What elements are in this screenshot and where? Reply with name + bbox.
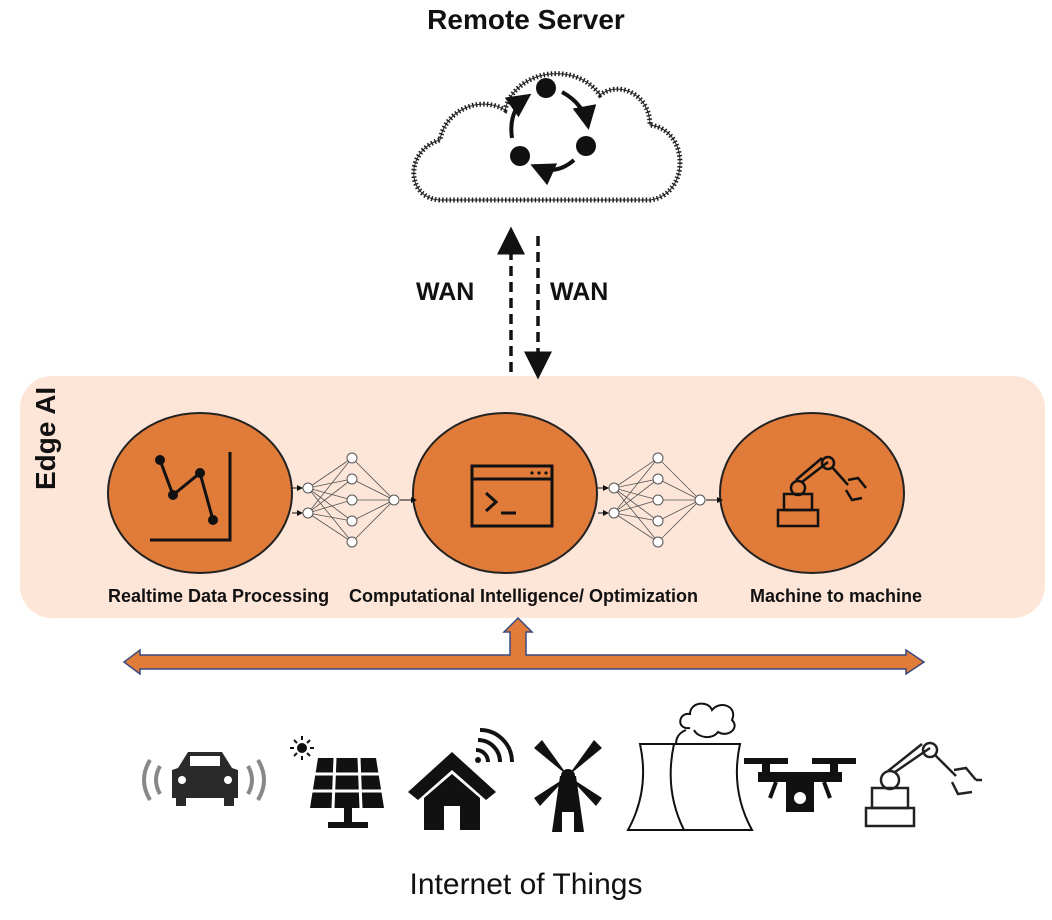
network-node bbox=[302, 507, 314, 519]
network-link bbox=[307, 478, 353, 514]
terminal-window-icon bbox=[470, 464, 554, 528]
network-link bbox=[613, 457, 659, 514]
network-link bbox=[613, 487, 659, 501]
node-machine-to-machine bbox=[719, 412, 905, 574]
network-node bbox=[694, 494, 706, 506]
network-link bbox=[613, 478, 659, 514]
neural-network-links bbox=[292, 452, 723, 548]
network-node bbox=[346, 452, 358, 464]
robot-arm-icon bbox=[776, 455, 867, 528]
network-node bbox=[346, 515, 358, 527]
iot-bus-arrow bbox=[122, 616, 926, 676]
drone-icon bbox=[744, 758, 856, 812]
network-link bbox=[307, 487, 353, 501]
network-link bbox=[307, 512, 353, 522]
network-link bbox=[307, 487, 353, 543]
robot-arm-outline-icon bbox=[864, 741, 982, 828]
network-node bbox=[652, 536, 664, 548]
network-link bbox=[613, 512, 659, 543]
network-link bbox=[657, 499, 701, 543]
internet-of-things-title: Internet of Things bbox=[409, 868, 643, 901]
node-computational-intelligence bbox=[412, 412, 598, 574]
network-node bbox=[346, 494, 358, 506]
network-link bbox=[351, 457, 395, 501]
caption-computational-intelligence: Computational Intelligence/ Optimization bbox=[349, 586, 699, 606]
network-link bbox=[307, 457, 353, 489]
network-link bbox=[307, 499, 353, 514]
network-link bbox=[613, 457, 659, 489]
wan-uplink-label: WAN bbox=[416, 278, 475, 306]
network-node bbox=[388, 494, 400, 506]
network-node bbox=[346, 473, 358, 485]
network-link bbox=[613, 478, 659, 489]
network-node bbox=[652, 473, 664, 485]
wan-downlink-label: WAN bbox=[550, 278, 609, 306]
network-node bbox=[302, 482, 314, 494]
network-node bbox=[652, 452, 664, 464]
remote-server-title: Remote Server bbox=[427, 4, 625, 35]
network-link bbox=[657, 499, 701, 522]
network-link bbox=[613, 487, 659, 522]
network-link bbox=[613, 499, 659, 514]
edge-ai-label: Edge AI bbox=[30, 386, 61, 490]
windmill-icon bbox=[534, 740, 602, 832]
network-link bbox=[613, 487, 659, 543]
network-link bbox=[657, 457, 701, 501]
line-chart-icon bbox=[150, 452, 232, 542]
network-link bbox=[307, 487, 353, 522]
cloud-icon bbox=[411, 71, 683, 203]
network-link bbox=[657, 478, 701, 501]
network-link bbox=[351, 499, 395, 543]
network-link bbox=[351, 478, 395, 501]
network-node bbox=[652, 515, 664, 527]
network-node bbox=[346, 536, 358, 548]
network-link bbox=[613, 512, 659, 522]
smart-home-icon bbox=[408, 728, 514, 830]
power-plant-icon bbox=[626, 702, 754, 831]
network-node bbox=[608, 482, 620, 494]
caption-machine-to-machine: Machine to machine bbox=[750, 586, 923, 606]
sync-cycle-icon bbox=[504, 78, 597, 186]
network-link bbox=[307, 478, 353, 489]
network-node bbox=[608, 507, 620, 519]
network-link bbox=[307, 457, 353, 514]
caption-realtime-data-processing: Realtime Data Processing bbox=[108, 586, 330, 606]
network-node bbox=[652, 494, 664, 506]
network-link bbox=[351, 499, 395, 522]
car-signal-icon bbox=[142, 752, 266, 806]
network-link bbox=[307, 512, 353, 543]
solar-panel-icon bbox=[290, 736, 384, 828]
node-realtime-data-processing bbox=[107, 412, 293, 574]
